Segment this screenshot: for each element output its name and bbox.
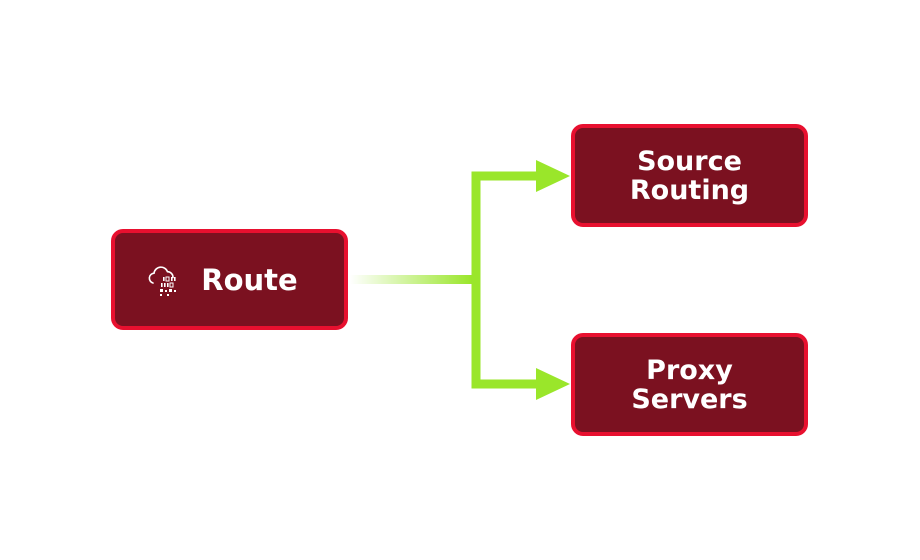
proxy-servers-node[interactable]: Proxy Servers <box>571 333 808 436</box>
arrowhead-proxy-servers <box>536 368 570 400</box>
connector-branch-top <box>471 171 540 285</box>
arrowhead-source-routing <box>536 160 570 192</box>
proxy-servers-label: Proxy Servers <box>631 354 748 415</box>
source-routing-label: Source Routing <box>629 145 750 206</box>
connector-branch-bottom <box>471 275 540 389</box>
connector-trunk-fade <box>350 275 474 284</box>
source-routing-node[interactable]: Source Routing <box>571 124 808 227</box>
cloud-data-icon <box>148 266 176 296</box>
route-label: Route <box>201 262 298 297</box>
route-node[interactable]: Route <box>111 229 348 330</box>
